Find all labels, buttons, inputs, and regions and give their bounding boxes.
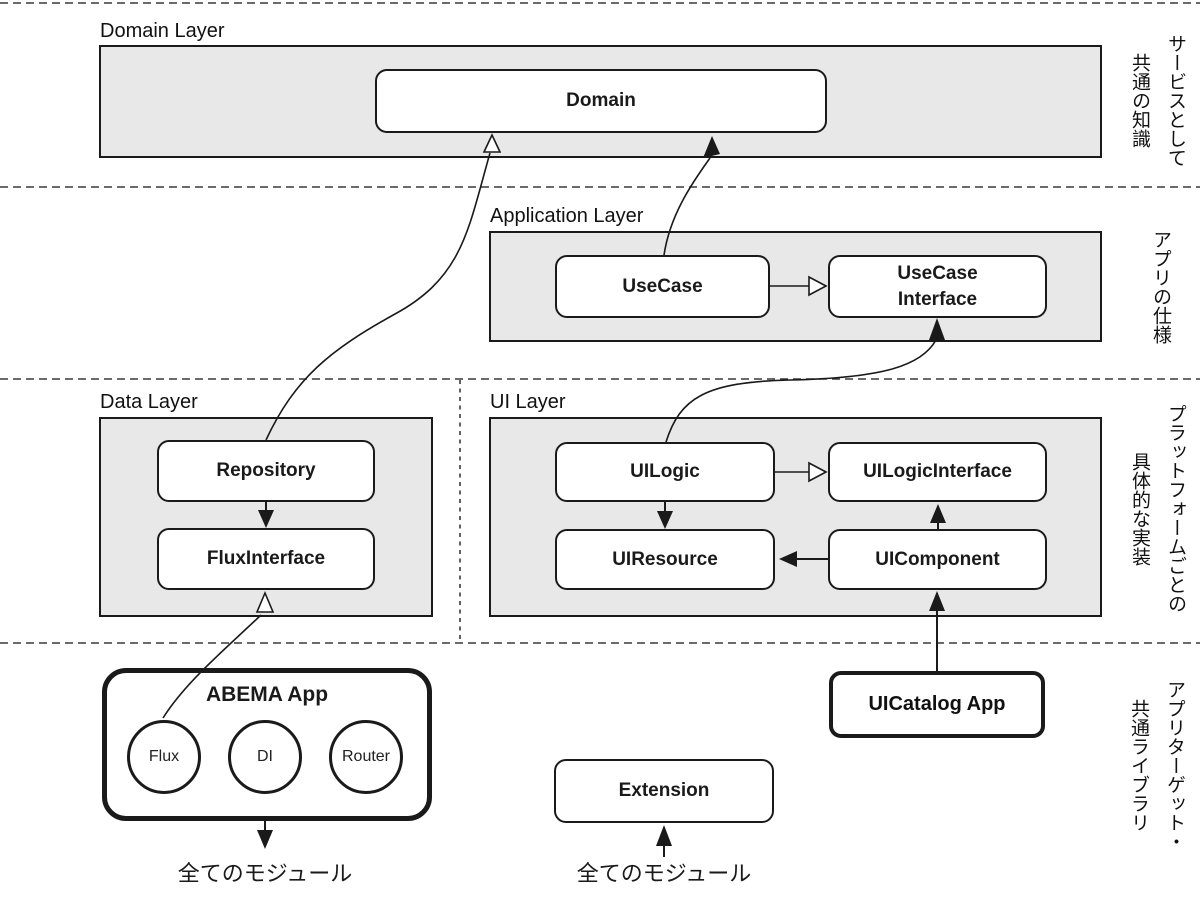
side-note-platform-line2: 具体的な実装 [1129, 451, 1150, 566]
domain-layer-label: Domain Layer [100, 20, 225, 42]
node-uicomponent: UIComponent [828, 529, 1047, 590]
node-uiresource: UIResource [555, 529, 775, 590]
side-note-application-line1: アプリの仕様 [1150, 230, 1171, 344]
node-repository: Repository [157, 440, 375, 502]
side-note-platform: プラットフォームごとの 具体的な実装 [1121, 403, 1193, 614]
side-note-bottom-line1: アプリターゲット・ [1164, 680, 1185, 851]
abema-modules-caption: 全てのモジュール [177, 861, 353, 886]
arrowhead-modules-to-extension-filled [656, 825, 672, 846]
node-domain: Domain [375, 69, 827, 133]
side-note-platform-line1: プラットフォームごとの [1165, 404, 1186, 613]
arrowhead-abema-to-modules-filled [257, 830, 273, 849]
ui-layer-label: UI Layer [490, 391, 566, 413]
side-note-domain: サービスとして 共通の知識 [1121, 30, 1193, 170]
node-flux-interface: FluxInterface [157, 528, 375, 590]
uicatalog-app-box: UICatalog App [829, 671, 1045, 738]
side-note-bottom-line2: 共通ライブラリ [1128, 699, 1149, 832]
node-uilogic: UILogic [555, 442, 775, 502]
module-circle-di: DI [228, 720, 302, 794]
node-usecase: UseCase [555, 255, 770, 318]
node-usecase-interface-label: UseCase Interface [897, 262, 978, 310]
side-note-application: アプリの仕様 [1142, 227, 1178, 347]
data-layer-label: Data Layer [100, 391, 198, 413]
side-note-domain-line2: 共通の知識 [1129, 52, 1150, 148]
module-circle-flux: Flux [127, 720, 201, 794]
application-layer-label: Application Layer [490, 205, 644, 227]
side-note-bottom: アプリターゲット・ 共通ライブラリ [1120, 677, 1192, 854]
node-usecase-interface: UseCase Interface [828, 255, 1047, 318]
side-note-domain-line1: サービスとして [1165, 33, 1186, 167]
node-uilogic-interface: UILogicInterface [828, 442, 1047, 502]
module-circle-router: Router [329, 720, 403, 794]
node-extension: Extension [554, 759, 774, 823]
arrow-repository-to-domain [265, 152, 491, 441]
abema-app-title: ABEMA App [205, 683, 329, 706]
extension-modules-caption: 全てのモジュール [576, 861, 752, 886]
